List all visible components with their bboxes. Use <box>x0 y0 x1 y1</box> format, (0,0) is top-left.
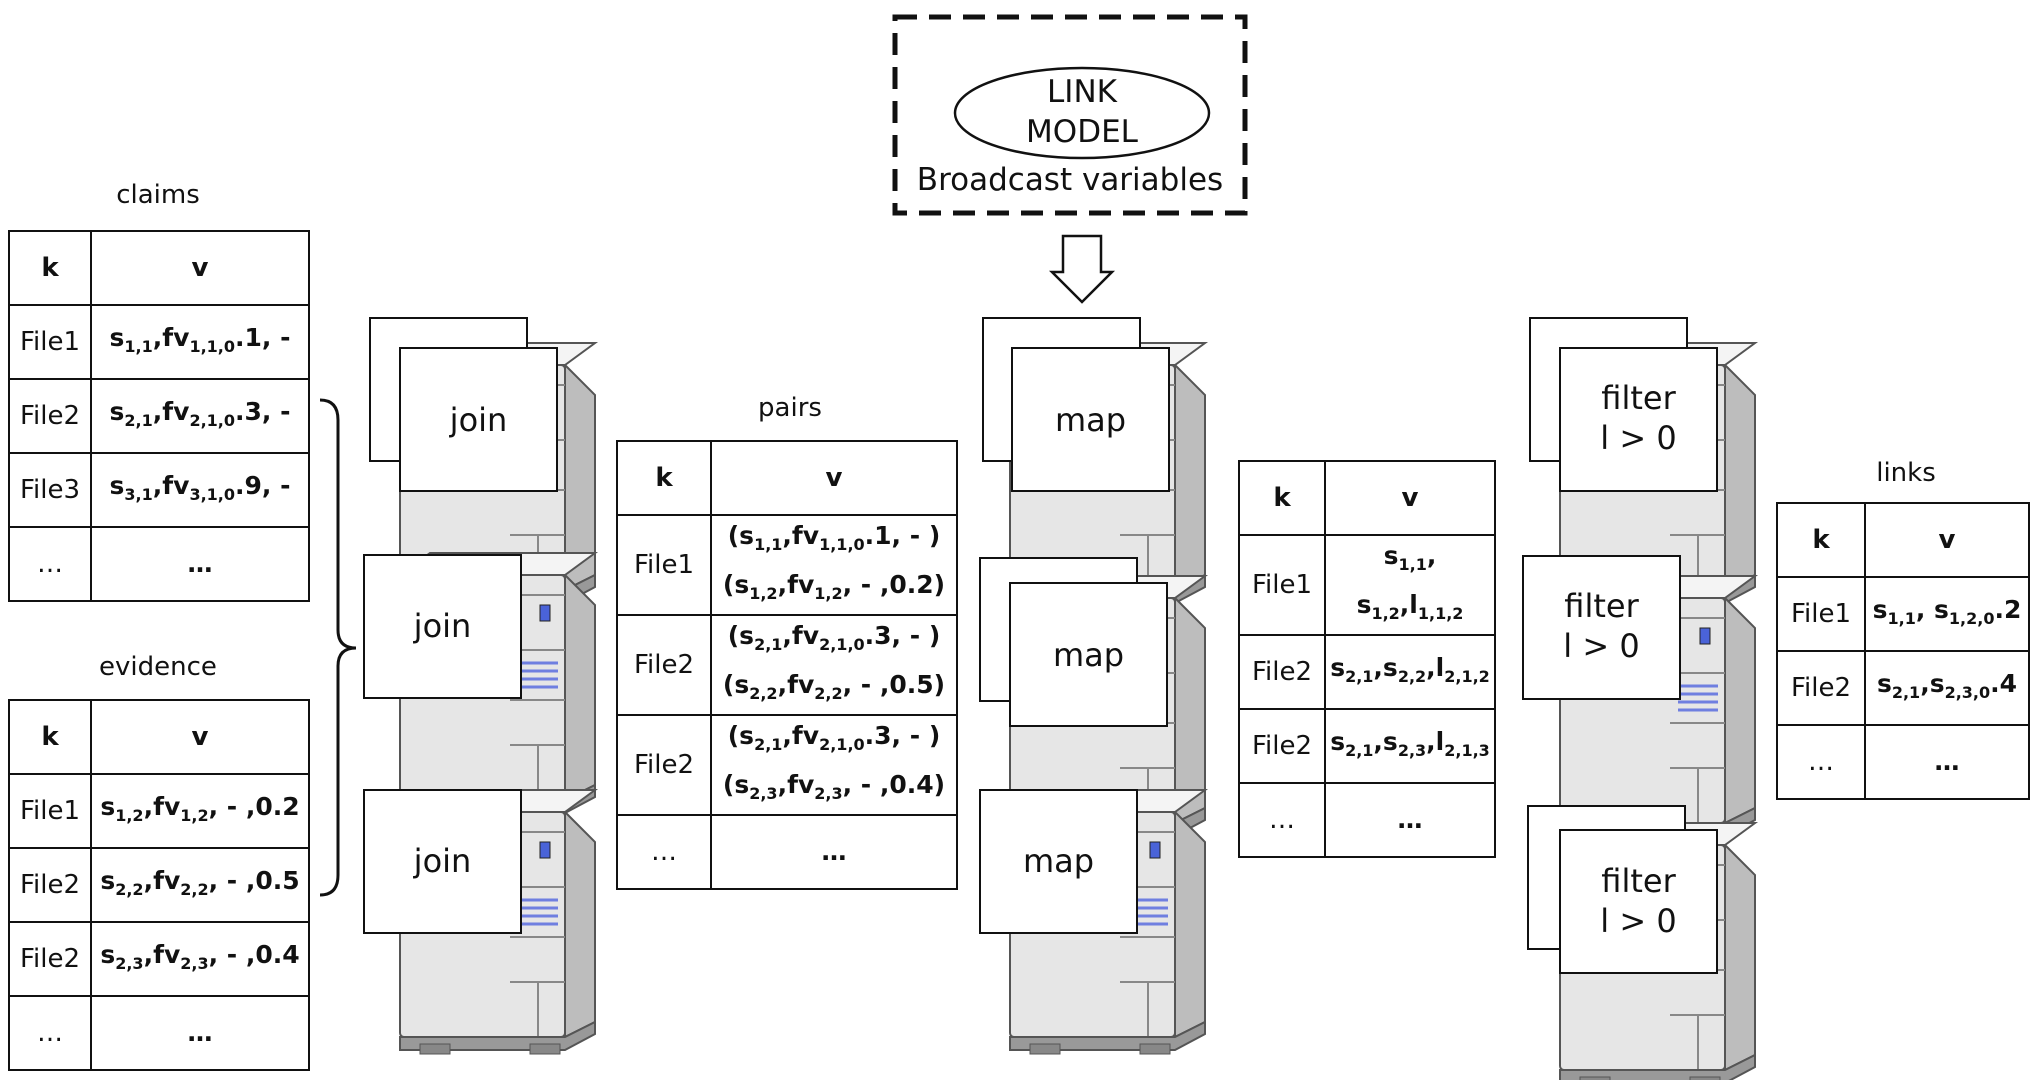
table-row: … … <box>616 814 958 890</box>
key-cell: … <box>616 814 712 890</box>
value-cell: s2,3,fv2,3, - ,0.4 <box>90 921 310 997</box>
key-cell: File2 <box>616 614 712 716</box>
value-line: (s2,1,fv2,1,0.3, - ) <box>727 721 941 754</box>
evidence-table: k v File1 s1,2,fv1,2, - ,0.2 File2 s2,2,… <box>8 699 310 1071</box>
pairs-caption: pairs <box>758 393 822 423</box>
column-header-k: k <box>1238 460 1326 536</box>
key-cell: File1 <box>1238 534 1326 636</box>
value-cell: s2,2,fv2,2, - ,0.5 <box>90 847 310 923</box>
key-cell: File2 <box>616 714 712 816</box>
link-label: LINK <box>1047 74 1117 110</box>
value-cell: s1,2,fv1,2, - ,0.2 <box>90 773 310 849</box>
key-cell: File1 <box>8 773 92 849</box>
down-arrow-icon <box>1048 234 1116 304</box>
column-header-v: v <box>90 699 310 775</box>
link-model-label: LINK MODEL <box>990 72 1174 152</box>
table-row: File2 s2,1,s2,3,l2,1,3 <box>1238 708 1496 784</box>
value-cell: (s2,1,fv2,1,0.3, - ) (s2,3,fv2,3, - ,0.4… <box>710 714 958 816</box>
key-cell: … <box>1238 782 1326 858</box>
key-cell: File1 <box>616 514 712 616</box>
table-row: File2 (s2,1,fv2,1,0.3, - ) (s2,2,fv2,2, … <box>616 614 958 716</box>
key-cell: … <box>8 995 92 1071</box>
key-cell: File2 <box>8 921 92 997</box>
key-cell: File3 <box>8 452 92 528</box>
pairs-table: k v File1 (s1,1,fv1,1,0.1, - ) (s1,2,fv1… <box>616 440 958 890</box>
key-cell: … <box>1776 724 1866 800</box>
links-table: k v File1 s1,1, s1,2,0.2 File2 s2,1,s2,3… <box>1776 502 2030 800</box>
table-row: File2 (s2,1,fv2,1,0.3, - ) (s2,3,fv2,3, … <box>616 714 958 816</box>
column-header-k: k <box>8 230 92 306</box>
table-row: File2 s2,1,s2,2,l2,1,2 <box>1238 634 1496 710</box>
table-row: File2 s2,3,fv2,3, - ,0.4 <box>8 921 310 997</box>
value-cell: s2,1,s2,2,l2,1,2 <box>1324 634 1496 710</box>
value-line: (s2,3,fv2,3, - ,0.4) <box>722 770 946 803</box>
column-header-v: v <box>1864 502 2030 578</box>
key-cell: … <box>8 526 92 602</box>
value-cell: … <box>90 526 310 602</box>
value-cell: s3,1,fv3,1,0.9, - <box>90 452 310 528</box>
key-cell: File2 <box>1238 634 1326 710</box>
table-row: File3 s3,1,fv3,1,0.9, - <box>8 452 310 528</box>
curly-brace <box>319 398 357 897</box>
value-cell: s2,1,fv2,1,0.3, - <box>90 378 310 454</box>
value-cell: (s2,1,fv2,1,0.3, - ) (s2,2,fv2,2, - ,0.5… <box>710 614 958 716</box>
value-line: (s1,2,fv1,2, - ,0.2) <box>722 570 946 603</box>
table-row: … … <box>8 526 310 602</box>
table-row: File1 (s1,1,fv1,1,0.1, - ) (s1,2,fv1,2, … <box>616 514 958 616</box>
table-row: … … <box>1238 782 1496 858</box>
table-row: File1 s1,1, s1,2,0.2 <box>1776 576 2030 652</box>
value-cell: s1,1, s1,2,l1,1,2 <box>1324 534 1496 636</box>
value-cell: … <box>710 814 958 890</box>
scored-pairs-table: k v File1 s1,1, s1,2,l1,1,2 File2 s2,1,s… <box>1238 460 1496 858</box>
table-row: File1 s1,1,fv1,1,0.1, - <box>8 304 310 380</box>
column-header-v: v <box>1324 460 1496 536</box>
claims-caption: claims <box>116 180 200 210</box>
value-line: (s2,2,fv2,2, - ,0.5) <box>722 670 946 703</box>
table-row: File2 s2,2,fv2,2, - ,0.5 <box>8 847 310 923</box>
key-cell: File2 <box>8 378 92 454</box>
value-line: (s2,1,fv2,1,0.3, - ) <box>727 621 941 654</box>
key-cell: File2 <box>8 847 92 923</box>
value-cell: s1,1,fv1,1,0.1, - <box>90 304 310 380</box>
value-cell: s2,1,s2,3,0.4 <box>1864 650 2030 726</box>
key-cell: File1 <box>8 304 92 380</box>
value-line: (s1,1,fv1,1,0.1, - ) <box>727 521 941 554</box>
value-cell: (s1,1,fv1,1,0.1, - ) (s1,2,fv1,2, - ,0.2… <box>710 514 958 616</box>
column-header-k: k <box>8 699 92 775</box>
value-cell: … <box>90 995 310 1071</box>
table-row: File2 s2,1,fv2,1,0.3, - <box>8 378 310 454</box>
table-row: File1 s1,1, s1,2,l1,1,2 <box>1238 534 1496 636</box>
model-label: MODEL <box>1026 114 1138 150</box>
broadcast-frame <box>892 14 1248 216</box>
key-cell: File2 <box>1776 650 1866 726</box>
column-header-k: k <box>1776 502 1866 578</box>
table-row: … … <box>8 995 310 1071</box>
table-row: File2 s2,1,s2,3,0.4 <box>1776 650 2030 726</box>
broadcast-caption: Broadcast variables <box>916 162 1224 198</box>
value-cell: s1,1, s1,2,0.2 <box>1864 576 2030 652</box>
evidence-caption: evidence <box>99 652 217 682</box>
links-caption: links <box>1876 458 1936 488</box>
column-header-v: v <box>90 230 310 306</box>
value-cell: s2,1,s2,3,l2,1,3 <box>1324 708 1496 784</box>
claims-table: k v File1 s1,1,fv1,1,0.1, - File2 s2,1,f… <box>8 230 310 602</box>
value-cell: … <box>1864 724 2030 800</box>
key-cell: File1 <box>1776 576 1866 652</box>
link-model-ellipse <box>953 66 1211 160</box>
table-row: … … <box>1776 724 2030 800</box>
column-header-k: k <box>616 440 712 516</box>
key-cell: File2 <box>1238 708 1326 784</box>
column-header-v: v <box>710 440 958 516</box>
value-cell: … <box>1324 782 1496 858</box>
table-row: File1 s1,2,fv1,2, - ,0.2 <box>8 773 310 849</box>
